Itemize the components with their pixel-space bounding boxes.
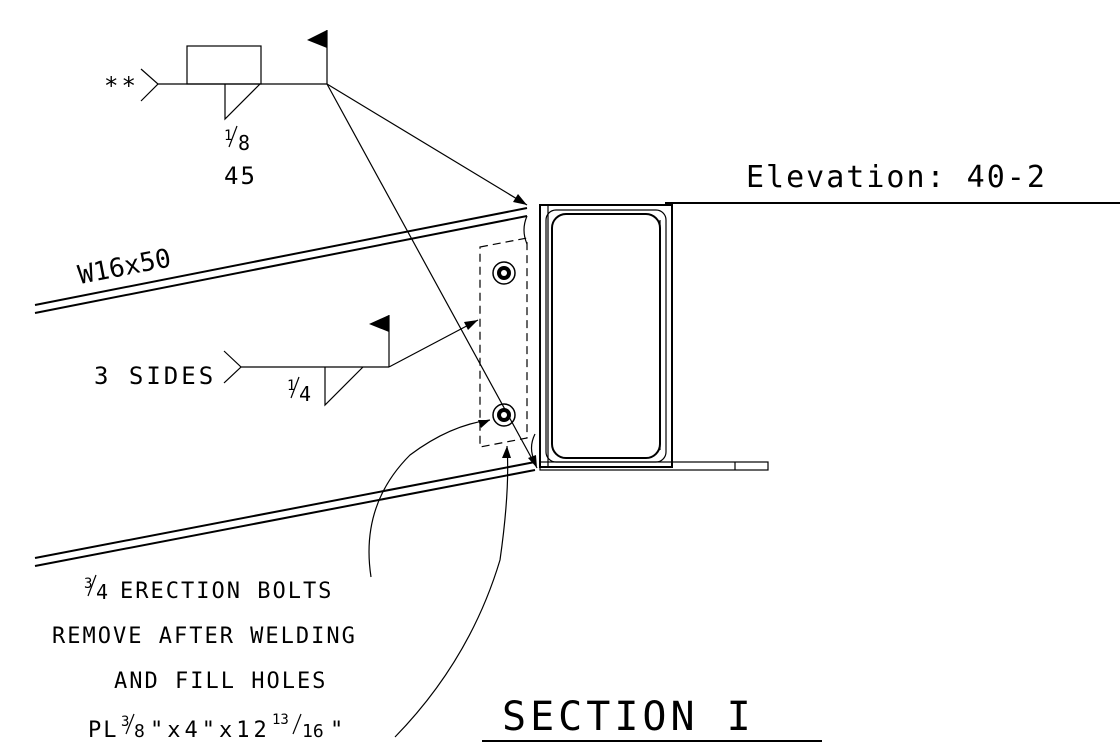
column-outer: [539, 204, 673, 468]
field-weld-flag-icon: [307, 30, 327, 48]
leader-arrow: [388, 319, 479, 368]
beam-cope: [523, 215, 536, 463]
plate-frac1-den: 8: [134, 721, 145, 742]
fillet-weld-symbol: [224, 83, 261, 121]
bolt-note-line-1: ERECTION BOLTS: [120, 579, 333, 604]
plug-weld-symbol: [186, 45, 262, 85]
erection-bolt-bottom: [492, 403, 516, 427]
column-wall: [545, 209, 667, 463]
fraction-bar: [87, 574, 97, 597]
weld-tail: [140, 68, 159, 102]
weld-size-denominator: 4: [299, 382, 311, 406]
bolt-note-line-3: AND FILL HOLES: [114, 669, 327, 694]
column-inner: [551, 213, 661, 459]
plate-frac2-den: 16: [302, 721, 324, 742]
plate-prefix: PL: [88, 718, 119, 743]
leader-arrow-1: [326, 83, 528, 206]
column-section: [539, 204, 769, 471]
section-title: SECTION I: [502, 694, 755, 740]
weld-size-denominator: 8: [238, 131, 250, 155]
member-label: W16x50: [76, 244, 174, 291]
bolt-leader: [368, 419, 491, 578]
fillet-weld-symbol: [324, 366, 364, 407]
arrowhead-icon: [502, 446, 511, 458]
bolt-note-line-2: REMOVE AFTER WELDING: [52, 624, 357, 649]
fraction-bar: [292, 713, 302, 735]
column-cap: [539, 204, 549, 468]
beam-bottom-flange: [34, 469, 536, 567]
elevation-label: Elevation: 40-2: [746, 160, 1047, 195]
plate-outline: [479, 237, 528, 448]
bolt-size-numerator: 3: [84, 576, 92, 592]
weld-tail-note: **: [104, 72, 139, 100]
plate-suffix: ": [330, 718, 343, 743]
erection-bolt-note: 3 4 ERECTION BOLTS REMOVE AFTER WELDING …: [52, 419, 491, 694]
shear-plate: [479, 237, 528, 448]
arrowhead-icon: [478, 420, 490, 428]
beam-bottom-flange: [34, 461, 536, 559]
plate-frac2-num: 13: [272, 712, 289, 728]
bottom-plate: [539, 461, 769, 471]
weld-angle: 45: [224, 162, 257, 190]
weld-tail-note: 3 SIDES: [94, 362, 216, 390]
bolt-size-denominator: 4: [96, 580, 108, 604]
field-weld-flag-icon: [369, 315, 389, 332]
arrowhead-icon: [513, 194, 527, 205]
fraction-bar: [228, 125, 238, 148]
weld-size-numerator: 1: [287, 378, 295, 394]
side-weld-symbol: 3 SIDES 1 4: [94, 315, 479, 407]
beam-top-flange: [34, 215, 528, 314]
fraction-bar: [290, 376, 300, 399]
plate-frac1-num: 3: [121, 714, 129, 730]
erection-bolt-top: [492, 261, 516, 285]
weld-tail: [223, 350, 242, 384]
plate-leader: [394, 445, 509, 738]
plate-note: PL 3 8 "x4"x12 13 16 ": [88, 445, 511, 743]
arrowhead-icon: [464, 320, 478, 330]
weld-size-numerator: 1: [224, 128, 232, 144]
plate-dimensions: "x4"x12: [150, 718, 271, 743]
beam-top-flange: [34, 207, 528, 306]
fraction-bar: [125, 713, 135, 735]
